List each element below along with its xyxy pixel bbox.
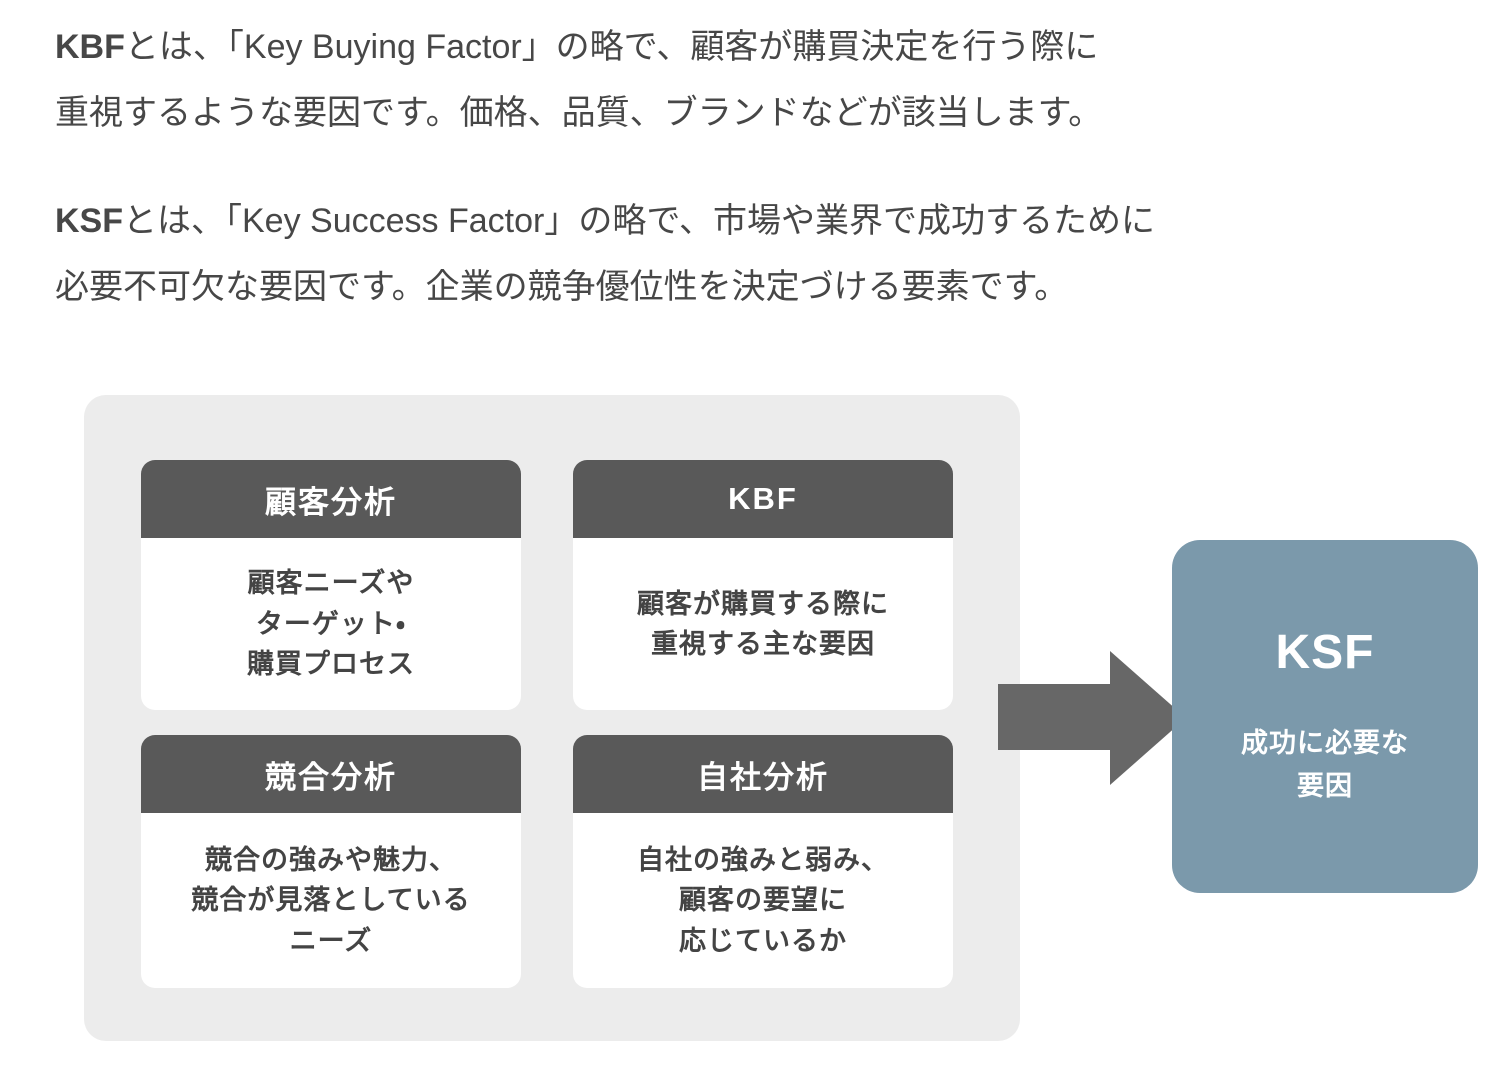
- card-competitor-analysis: 競合分析 競合の強みや魅力、 競合が見落としている ニーズ: [141, 735, 521, 988]
- card-kbf-title: KBF: [573, 460, 953, 538]
- right-arrow-shaft: [998, 684, 1111, 750]
- ksf-result-box: KSF 成功に必要な 要因: [1172, 540, 1478, 893]
- card-kbf-body: 顧客が購買する際に 重視する主な要因: [637, 588, 889, 660]
- right-arrow-icon: [998, 651, 1186, 785]
- ksf-result-title: KSF: [1275, 625, 1375, 679]
- card-kbf: KBF 顧客が購買する際に 重視する主な要因: [573, 460, 953, 710]
- ksf-result-body: 成功に必要な 要因: [1241, 727, 1409, 801]
- card-customer-analysis: 顧客分析 顧客ニーズや ターゲット・ 購買プロセス: [141, 460, 521, 710]
- ksf-term: KSF: [55, 202, 123, 240]
- card-customer-analysis-body: 顧客ニーズや ターゲット・ 購買プロセス: [247, 568, 415, 680]
- card-own-company-analysis-body: 自社の強みと弱み、 顧客の要望に 応じているか: [637, 844, 889, 956]
- kbf-definition-paragraph: KBFとは、「Key Buying Factor」の略で、顧客が購買決定を行う際…: [55, 14, 1485, 146]
- kbf-term: KBF: [55, 28, 125, 66]
- analysis-panel: 顧客分析 顧客ニーズや ターゲット・ 購買プロセス KBF 顧客が購買する際に …: [84, 395, 1020, 1041]
- ksf-definition-text: とは、「Key Success Factor」の略で、市場や業界で成功するために…: [55, 202, 1155, 306]
- card-own-company-analysis: 自社分析 自社の強みと弱み、 顧客の要望に 応じているか: [573, 735, 953, 988]
- card-competitor-analysis-title: 競合分析: [141, 735, 521, 813]
- kbf-definition-text: とは、「Key Buying Factor」の略で、顧客が購買決定を行う際に 重…: [55, 28, 1103, 132]
- card-customer-analysis-title: 顧客分析: [141, 460, 521, 538]
- intro-text-block: KBFとは、「Key Buying Factor」の略で、顧客が購買決定を行う際…: [55, 14, 1485, 320]
- ksf-definition-paragraph: KSFとは、「Key Success Factor」の略で、市場や業界で成功する…: [55, 188, 1485, 320]
- card-own-company-analysis-title: 自社分析: [573, 735, 953, 813]
- card-competitor-analysis-body: 競合の強みや魅力、 競合が見落としている ニーズ: [191, 844, 471, 956]
- analysis-cards-grid: 顧客分析 顧客ニーズや ターゲット・ 購買プロセス KBF 顧客が購買する際に …: [141, 460, 953, 988]
